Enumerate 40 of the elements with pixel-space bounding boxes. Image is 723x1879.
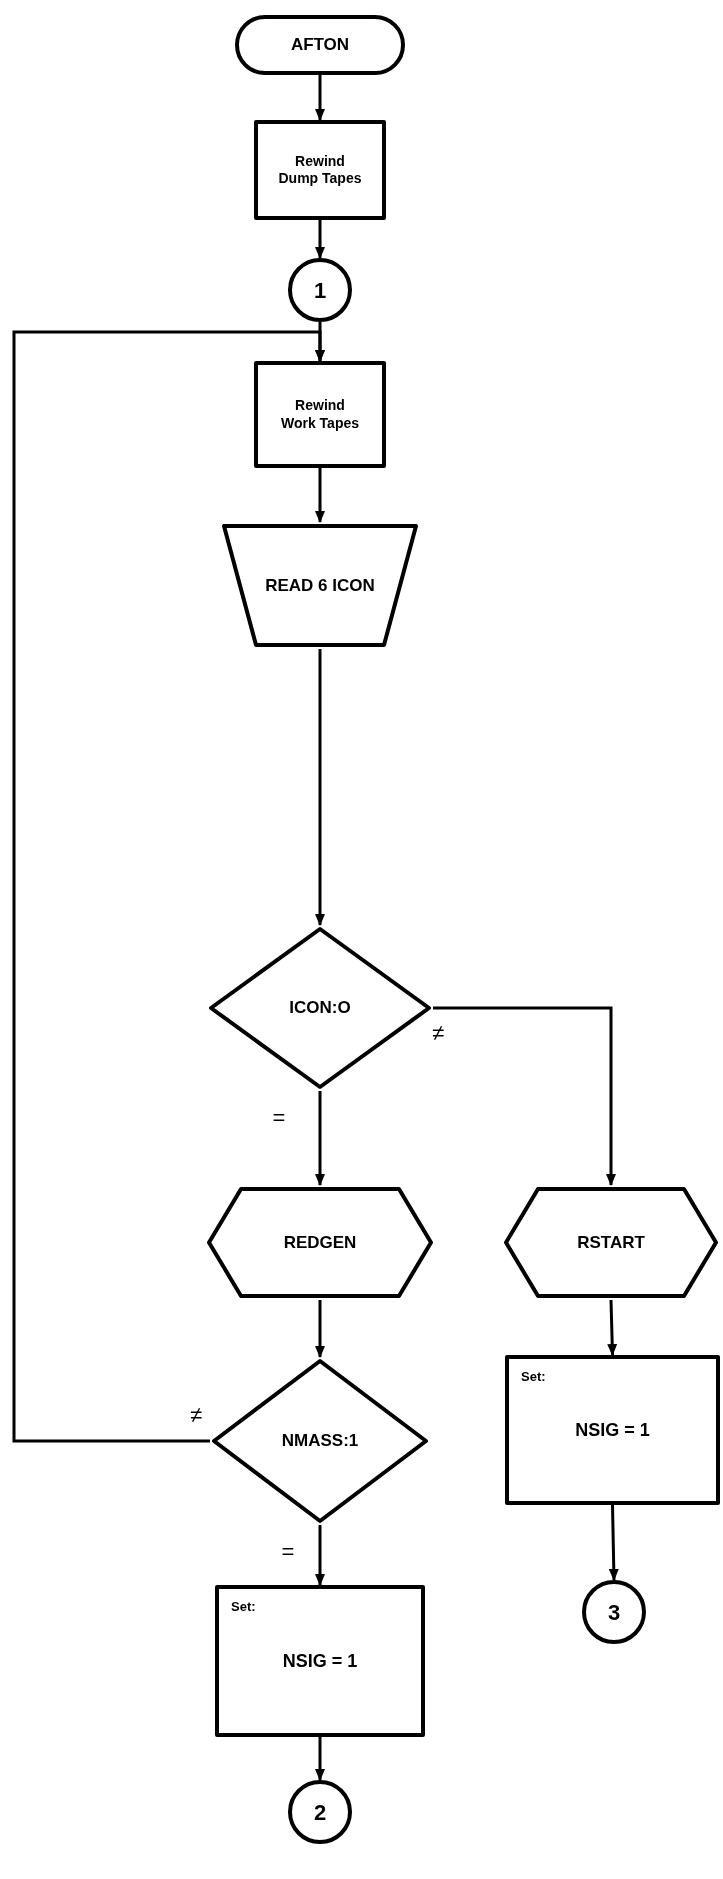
terminal-box <box>235 15 405 75</box>
process-box <box>254 361 386 468</box>
box-text: 3 <box>607 1598 621 1627</box>
decision-diamond <box>210 1357 430 1525</box>
box-text: 1 <box>313 276 327 305</box>
arrow <box>315 649 325 926</box>
box-text: NMASS:1 <box>281 1430 359 1452</box>
subroutine-hexagon <box>502 1185 720 1300</box>
connector-circle <box>288 258 352 322</box>
arrow <box>315 1300 325 1358</box>
box-text: NSIG = 1 <box>282 1649 358 1673</box>
arrow <box>315 1525 325 1586</box>
arrow <box>315 75 325 121</box>
input-trapezoid <box>220 522 420 649</box>
arrow <box>433 1006 616 1186</box>
decision-diamond <box>207 925 433 1091</box>
box-text: Rewind Dump Tapes <box>278 152 362 188</box>
connector-circle <box>288 1780 352 1844</box>
arrow <box>607 1299 618 1356</box>
arrow <box>315 1091 325 1186</box>
box-text: RSTART <box>577 1231 645 1254</box>
arrow <box>608 1504 619 1581</box>
connector-circle <box>582 1580 646 1644</box>
process-box <box>505 1355 720 1505</box>
arrow <box>315 1737 325 1781</box>
box-text: REDGEN <box>283 1231 357 1254</box>
box-text: NSIG = 1 <box>575 1418 650 1442</box>
box-text: 2 <box>313 1798 327 1827</box>
arrow <box>12 330 325 1443</box>
box-text: READ 6 ICON <box>265 574 375 597</box>
box-heading: Set: <box>521 1368 546 1386</box>
box-heading: Set: <box>231 1598 256 1616</box>
subroutine-hexagon <box>205 1185 435 1300</box>
process-box <box>254 120 386 220</box>
box-text: Rewind Work Tapes <box>279 397 361 432</box>
arrow <box>315 220 325 259</box>
box-text: ICON:O <box>289 997 351 1019</box>
arrow <box>315 468 325 523</box>
box-text: AFTON <box>290 34 350 56</box>
process-box <box>215 1585 425 1737</box>
